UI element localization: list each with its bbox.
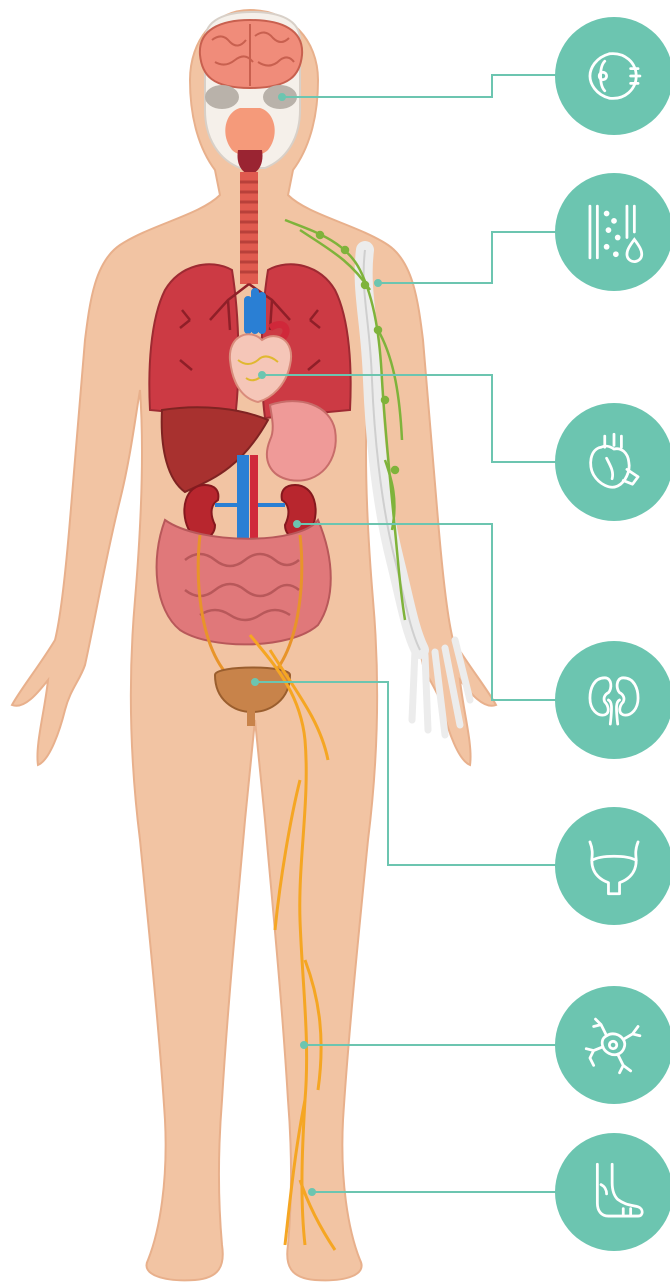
kidney-icon: [577, 663, 651, 737]
kidney-icon-button: [555, 641, 670, 759]
foot-icon-button: [555, 1133, 670, 1251]
lymphatic-vessel-icon: [577, 195, 651, 269]
left-eye-socket: [205, 85, 239, 109]
eye-icon: [577, 39, 651, 113]
eye-icon-button: [555, 17, 670, 135]
nasal-cavity: [225, 108, 274, 156]
trachea: [240, 172, 258, 284]
connector-eye: [282, 75, 557, 97]
bladder-icon-button: [555, 807, 670, 925]
bladder-icon: [577, 829, 651, 903]
neuron-icon-button: [555, 986, 670, 1104]
lymph-icon-button: [555, 173, 670, 291]
intestines: [157, 520, 331, 644]
heart-icon: [577, 425, 651, 499]
neuron-icon: [577, 1008, 651, 1082]
stomach: [267, 401, 336, 480]
foot-icon: [577, 1155, 651, 1229]
heart-icon-button: [555, 403, 670, 521]
